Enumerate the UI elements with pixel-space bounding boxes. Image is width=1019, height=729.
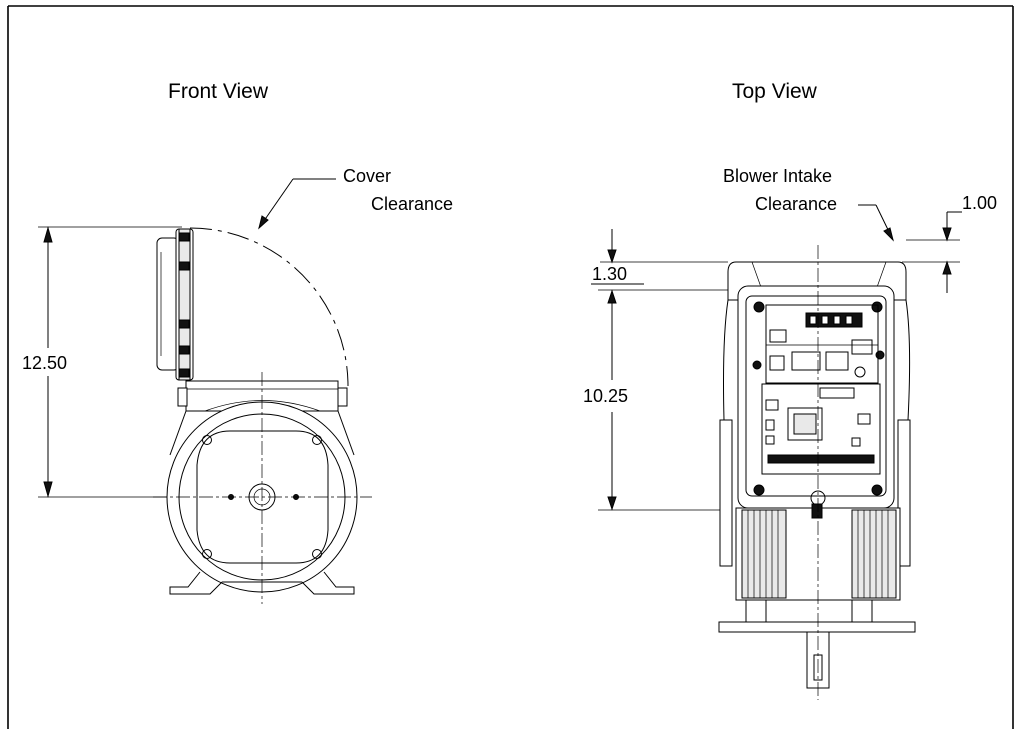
intake-clearance-leader [858, 204, 894, 242]
top-view: Blower Intake Clearance 1.00 1.30 [583, 166, 997, 700]
side-heat-sink [719, 299, 911, 567]
opened-cover [156, 228, 194, 381]
overall-height-value: 12.50 [22, 353, 67, 373]
intake-clearance-dimension [902, 211, 962, 293]
mounting-flange [718, 599, 916, 633]
intake-clearance-label-line1: Blower Intake [723, 166, 832, 186]
control-board [761, 383, 881, 475]
sheet-border [7, 5, 1014, 729]
overall-height-dimension [38, 226, 182, 498]
cover-clearance-leader [258, 178, 336, 230]
drive-height-dimension [598, 289, 730, 511]
cover-swing-arc [189, 227, 349, 387]
intake-clearance-value: 1.00 [962, 193, 997, 213]
drive-height-value: 10.25 [583, 386, 628, 406]
top-view-title: Top View [732, 80, 818, 103]
cover-clearance-label-line1: Cover [343, 166, 391, 186]
front-view-title: Front View [168, 80, 269, 103]
intake-clearance-label-line2: Clearance [755, 194, 837, 214]
front-view: Cover Clearance 12.50 [22, 166, 453, 604]
offset-dimension [591, 229, 732, 291]
cover-clearance-label-line2: Clearance [371, 194, 453, 214]
power-board [765, 304, 879, 384]
offset-value: 1.30 [592, 264, 627, 284]
